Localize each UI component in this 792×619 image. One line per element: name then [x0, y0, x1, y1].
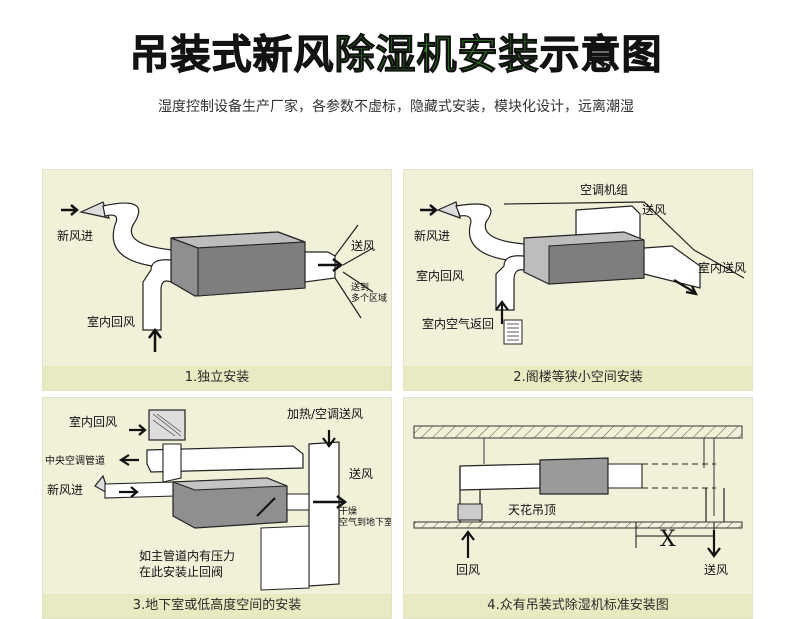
return-arrow: [461, 530, 475, 558]
unit-top: [172, 477, 288, 491]
label-indoor-return: 室内回风: [87, 314, 135, 329]
panel-basement-install: 室内回风 中央空调管道 新风进 加热/空调送风 送风 干燥 空气到地下室 如主管…: [42, 397, 392, 619]
central-ac-duct: [146, 445, 304, 473]
page-title: 吊装式新风除湿机安装示意图: [0, 30, 792, 80]
branch-ducts: [334, 224, 374, 319]
outlet-duct: [607, 463, 643, 489]
label-supply: 送风: [704, 562, 728, 577]
label-indoor-return: 室内回风: [416, 268, 464, 283]
title-part-1: 吊装式新风: [129, 32, 335, 79]
label-indoor-air-return: 室内空气返回: [422, 316, 494, 331]
label-heat-ac-supply: 加热/空调送风: [287, 406, 363, 421]
unit-front: [197, 241, 306, 297]
suspended-ceiling: [413, 521, 743, 529]
label-indoor-supply: 室内送风: [698, 260, 746, 275]
label-to-areas-2: 多个区域: [351, 292, 387, 304]
supply-duct: [643, 245, 701, 289]
label-return: 回风: [456, 563, 480, 577]
furnace-cabinet: [308, 441, 340, 587]
label-supply: 送风: [349, 466, 373, 481]
diagram-standalone: 新风进 室内回风 送风 送到 多个区域: [57, 201, 387, 352]
supply-arrow: [313, 495, 348, 509]
fresh-in-arrow: [420, 204, 438, 216]
central-duct-arrow: [118, 454, 139, 466]
label-dry-2: 空气到地下室: [339, 516, 391, 528]
label-indoor-return: 室内回风: [69, 414, 117, 429]
panel-attic-install: 空调机组 送风 新风进 室内回风 室内送风 室内空气返回 2.阁楼等狭小空间安装: [403, 169, 753, 391]
supply-arrow: [673, 279, 698, 296]
page-subtitle: 湿度控制设备生产厂家，各参数不虚标，隐藏式安装，模块化设计，远离潮湿: [158, 99, 634, 115]
heat-supply-arrow: [322, 430, 336, 448]
label-supply: 送风: [642, 202, 666, 217]
return-filter: [457, 503, 483, 521]
label-to-areas-1: 送到: [351, 281, 369, 293]
hangers: [483, 438, 715, 516]
panel-standalone-install: 新风进 室内回风 送风 送到 多个区域 1.独立安装: [42, 169, 392, 391]
supply-pipe: [286, 493, 310, 511]
label-x-mark: X: [660, 527, 676, 552]
return-duct: [495, 255, 525, 311]
title-part-4: 示意图: [539, 32, 663, 79]
return-arrow: [148, 327, 162, 352]
label-dry-1: 干燥: [339, 506, 357, 517]
diagram-standard: 天花吊顶 X 回风 送风: [413, 425, 743, 577]
label-ceiling: 天花吊顶: [508, 502, 556, 517]
panel-caption: 3.地下室或低高度空间的安装: [43, 594, 391, 618]
diagram-attic: 空调机组 送风 新风进 室内回风 室内送风 室内空气返回: [414, 183, 746, 345]
grille-slats: [152, 413, 182, 437]
label-ac-unit: 空调机组: [580, 183, 628, 197]
structural-ceiling: [413, 425, 743, 439]
label-valve-2: 在此安装止回阀: [139, 564, 223, 579]
panel-caption: 1.独立安装: [43, 366, 391, 390]
inlet-duct: [459, 463, 541, 491]
return-arrow: [129, 424, 147, 436]
fresh-in-arrow: [61, 204, 79, 216]
title-part-3: 安装: [457, 32, 540, 79]
label-valve-1: 如主管道内有压力: [139, 548, 235, 563]
diagram-basement: 室内回风 中央空调管道 新风进 加热/空调送风 送风 干燥 空气到地下室 如主管…: [45, 406, 391, 591]
return-duct: [142, 259, 172, 331]
label-fresh-in: 新风进: [414, 228, 450, 243]
label-supply: 送风: [351, 238, 375, 253]
panel-standard-install: 天花吊顶 X 回风 送风 4.众有吊装式除湿机标准安装图: [403, 397, 753, 619]
supply-arrow: [707, 530, 721, 558]
fresh-air-duct: [455, 203, 525, 263]
base-box: [260, 525, 310, 591]
fresh-air-duct: [102, 202, 174, 269]
label-fresh-in: 新风进: [57, 228, 93, 243]
inlet-hood: [436, 201, 461, 219]
return-pipe: [162, 443, 182, 483]
valve-pointer: [256, 497, 276, 517]
supply-arrow: [318, 258, 344, 272]
panel-caption: 2.阁楼等狭小空间安装: [404, 366, 752, 390]
supply-duct: [304, 251, 336, 283]
panel-caption: 4.众有吊装式除湿机标准安装图: [404, 594, 752, 618]
title-part-2: 除湿机: [334, 32, 458, 79]
supply-pipe: [705, 488, 725, 522]
extended-duct: [642, 463, 716, 489]
label-central-duct: 中央空调管道: [45, 454, 105, 467]
dehumidifier-unit: [539, 457, 609, 495]
unit-front: [548, 239, 645, 285]
fresh-in-arrow: [119, 486, 139, 498]
grille-slats: [507, 323, 519, 341]
label-fresh-in: 新风进: [47, 482, 83, 497]
fresh-air-duct: [104, 481, 176, 499]
return-arrow: [495, 300, 509, 324]
roof-line: [503, 201, 745, 279]
